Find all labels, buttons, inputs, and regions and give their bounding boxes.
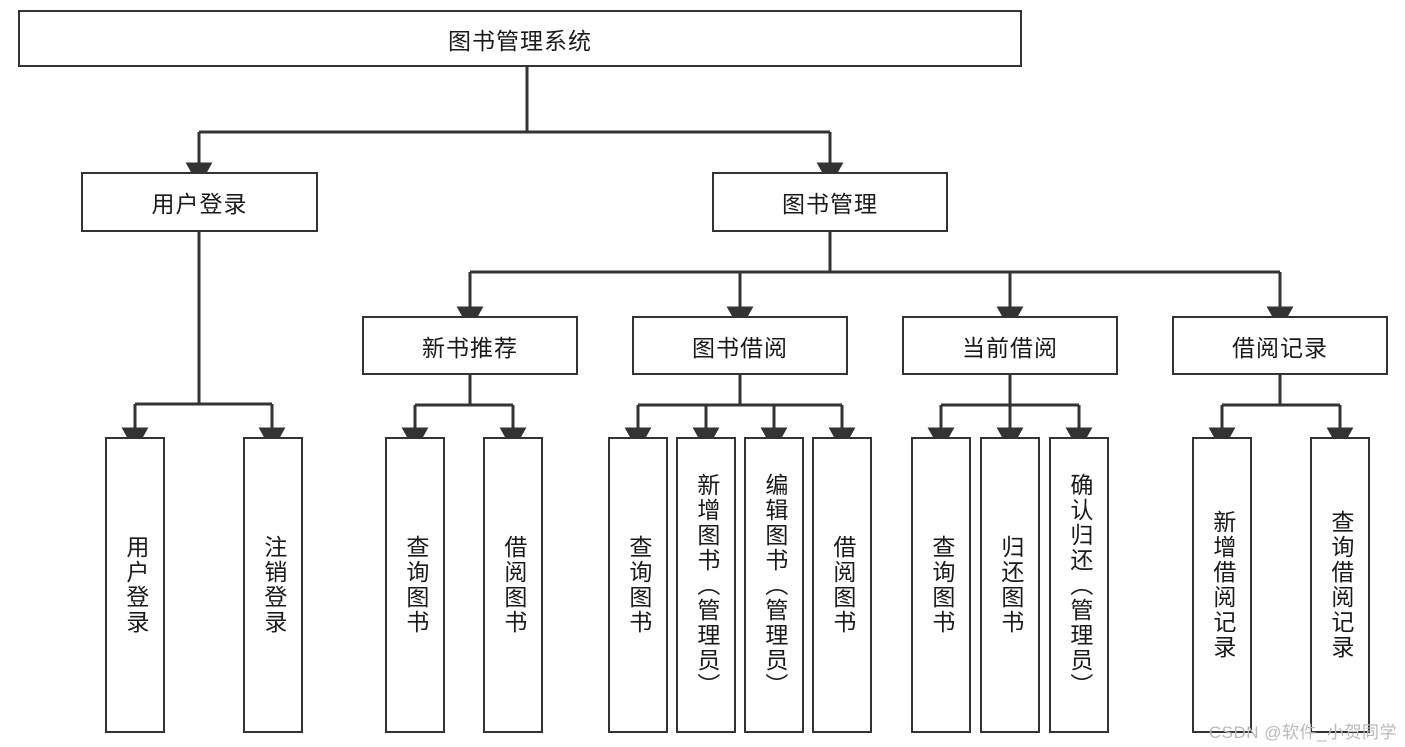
leaf-confirm-return-admin-label: 确认归还（管理员） [1066,472,1093,698]
leaf-add-borrow-record-label: 新增借阅记录 [1209,510,1236,660]
leaf-query-book-recommend-label: 查询图书 [402,535,429,635]
leaf-query-book-recommend[interactable]: 查询图书 [385,437,445,733]
leaf-add-borrow-record[interactable]: 新增借阅记录 [1192,437,1252,733]
leaf-borrow-book[interactable]: 借阅图书 [812,437,872,733]
node-book-borrow-label: 图书借阅 [692,334,788,361]
leaf-borrow-book-recommend[interactable]: 借阅图书 [483,437,543,733]
node-book-management[interactable]: 图书管理 [712,172,948,232]
leaf-logout-label: 注销登录 [260,535,287,635]
node-root-label: 图书管理系统 [448,27,592,54]
leaf-query-book-current-label: 查询图书 [928,535,955,635]
node-root[interactable]: 图书管理系统 [18,10,1022,67]
leaf-query-borrow-record-label: 查询借阅记录 [1327,510,1354,660]
leaf-user-login-label: 用户登录 [122,535,149,635]
leaf-edit-book-admin-label: 编辑图书（管理员） [761,472,788,698]
node-new-book-recommend-label: 新书推荐 [422,334,518,361]
leaf-borrow-book-recommend-label: 借阅图书 [500,535,527,635]
node-current-borrow[interactable]: 当前借阅 [902,316,1118,375]
node-book-borrow[interactable]: 图书借阅 [632,316,848,375]
leaf-borrow-book-label: 借阅图书 [829,535,856,635]
leaf-logout[interactable]: 注销登录 [243,437,303,733]
leaf-confirm-return-admin[interactable]: 确认归还（管理员） [1049,437,1109,733]
leaf-query-book-borrow[interactable]: 查询图书 [608,437,668,733]
leaf-return-book-label: 归还图书 [997,535,1024,635]
leaf-user-login[interactable]: 用户登录 [105,437,165,733]
node-borrow-record-label: 借阅记录 [1232,334,1328,361]
leaf-edit-book-admin[interactable]: 编辑图书（管理员） [744,437,804,733]
node-borrow-record[interactable]: 借阅记录 [1172,316,1388,375]
leaf-add-book-admin-label: 新增图书（管理员） [693,472,720,698]
node-new-book-recommend[interactable]: 新书推荐 [362,316,578,375]
leaf-add-book-admin[interactable]: 新增图书（管理员） [676,437,736,733]
leaf-return-book[interactable]: 归还图书 [980,437,1040,733]
node-book-management-label: 图书管理 [782,191,878,217]
node-user-login-label: 用户登录 [151,191,248,217]
node-current-borrow-label: 当前借阅 [962,334,1058,361]
leaf-query-borrow-record[interactable]: 查询借阅记录 [1310,437,1370,733]
node-user-login[interactable]: 用户登录 [81,172,318,232]
leaf-query-book-borrow-label: 查询图书 [625,535,652,635]
leaf-query-book-current[interactable]: 查询图书 [911,437,971,733]
